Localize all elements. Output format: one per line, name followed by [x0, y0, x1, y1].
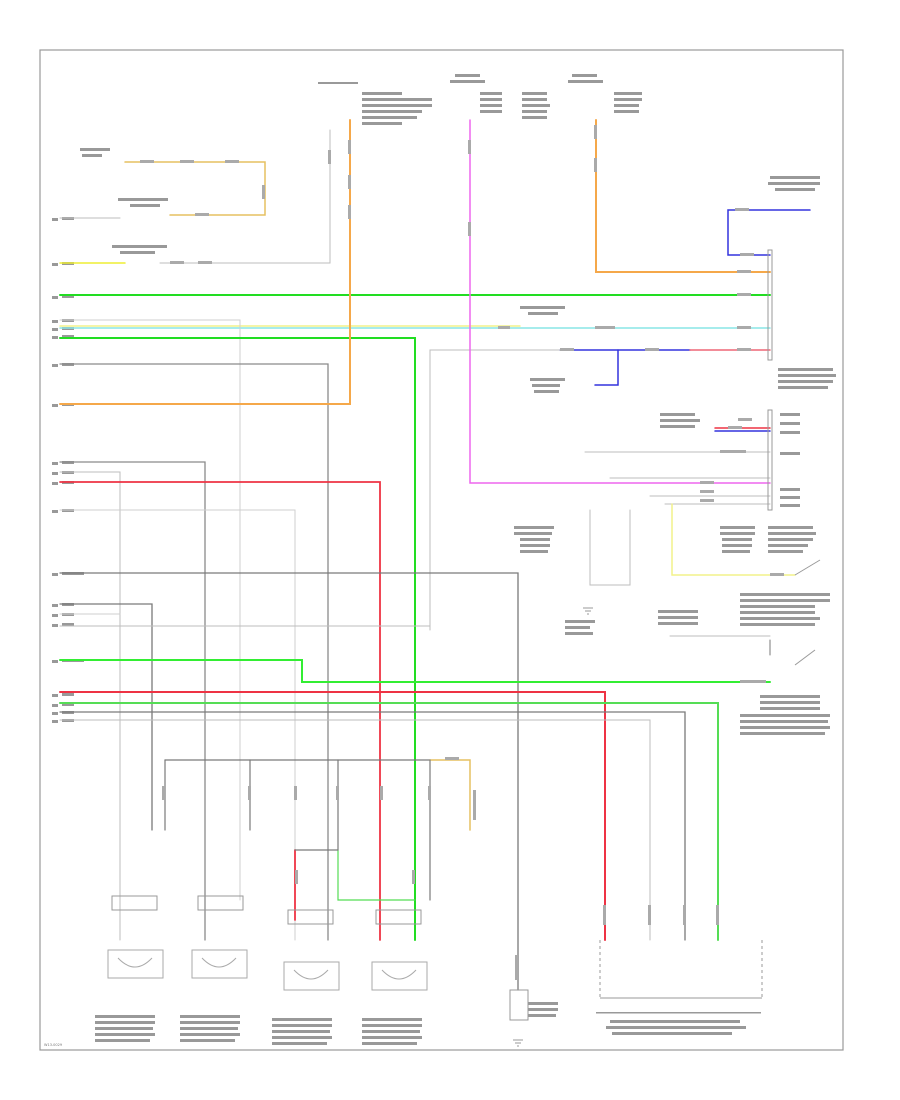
footer-code: W13-0029 — [44, 1043, 62, 1047]
sensor-body-2 — [191, 949, 248, 979]
components — [107, 249, 821, 1047]
sensor-body-3 — [283, 961, 340, 991]
wire-gray-350 — [429, 349, 561, 631]
wire-blue-top-right — [727, 209, 811, 256]
wire-yellow-right — [671, 503, 796, 576]
buzzer-component — [509, 989, 529, 1021]
wire-magenta — [469, 119, 771, 484]
connector-sensor-1 — [111, 895, 158, 911]
wire-darkgray-573 — [59, 572, 519, 991]
wire-blue-sensor — [594, 349, 619, 386]
ground-symbol-1 — [583, 607, 593, 615]
switch-right-2 — [794, 649, 816, 666]
ground-symbol-2 — [513, 1039, 523, 1047]
wire-darkgray-364 — [59, 363, 329, 941]
diagram-frame — [39, 49, 844, 1051]
connector-right-top — [767, 249, 773, 361]
wire-lightgreen-660 — [59, 659, 771, 683]
connector-sensor-3 — [287, 909, 334, 925]
wire-green-vertical — [59, 337, 416, 941]
wire-gray-720 — [59, 719, 651, 941]
sensor-body-4 — [371, 961, 428, 991]
wire-red-694 — [59, 691, 606, 941]
wire-gray-510 — [59, 509, 296, 941]
wire-darkgray-604 — [59, 603, 153, 831]
wire-darkgray-712 — [59, 711, 686, 941]
wire-gray-472 — [59, 471, 121, 941]
wire-tan-bus-end — [429, 759, 471, 831]
module-bottom-right-edge — [599, 940, 763, 998]
wire-red-482 — [59, 481, 381, 941]
connector-sensor-2 — [197, 895, 244, 911]
connector-right-mid — [767, 409, 773, 511]
wire-orange-right — [595, 119, 771, 273]
wire-gray-320 — [59, 319, 241, 901]
wire-gray-462 — [59, 461, 206, 941]
wire-tan-top — [124, 161, 266, 216]
wire-gray-left-short — [159, 129, 331, 264]
top-label-group — [52, 74, 836, 1045]
wire-green-704 — [59, 702, 719, 941]
switch-right-1 — [794, 559, 821, 576]
wire-gray-indicator-a — [589, 509, 631, 586]
wire-tags — [140, 125, 784, 980]
wire-green-sensor3 — [337, 849, 416, 901]
sensor-body-1 — [107, 949, 164, 979]
connector-sensor-4 — [375, 909, 422, 925]
wires — [59, 119, 811, 991]
